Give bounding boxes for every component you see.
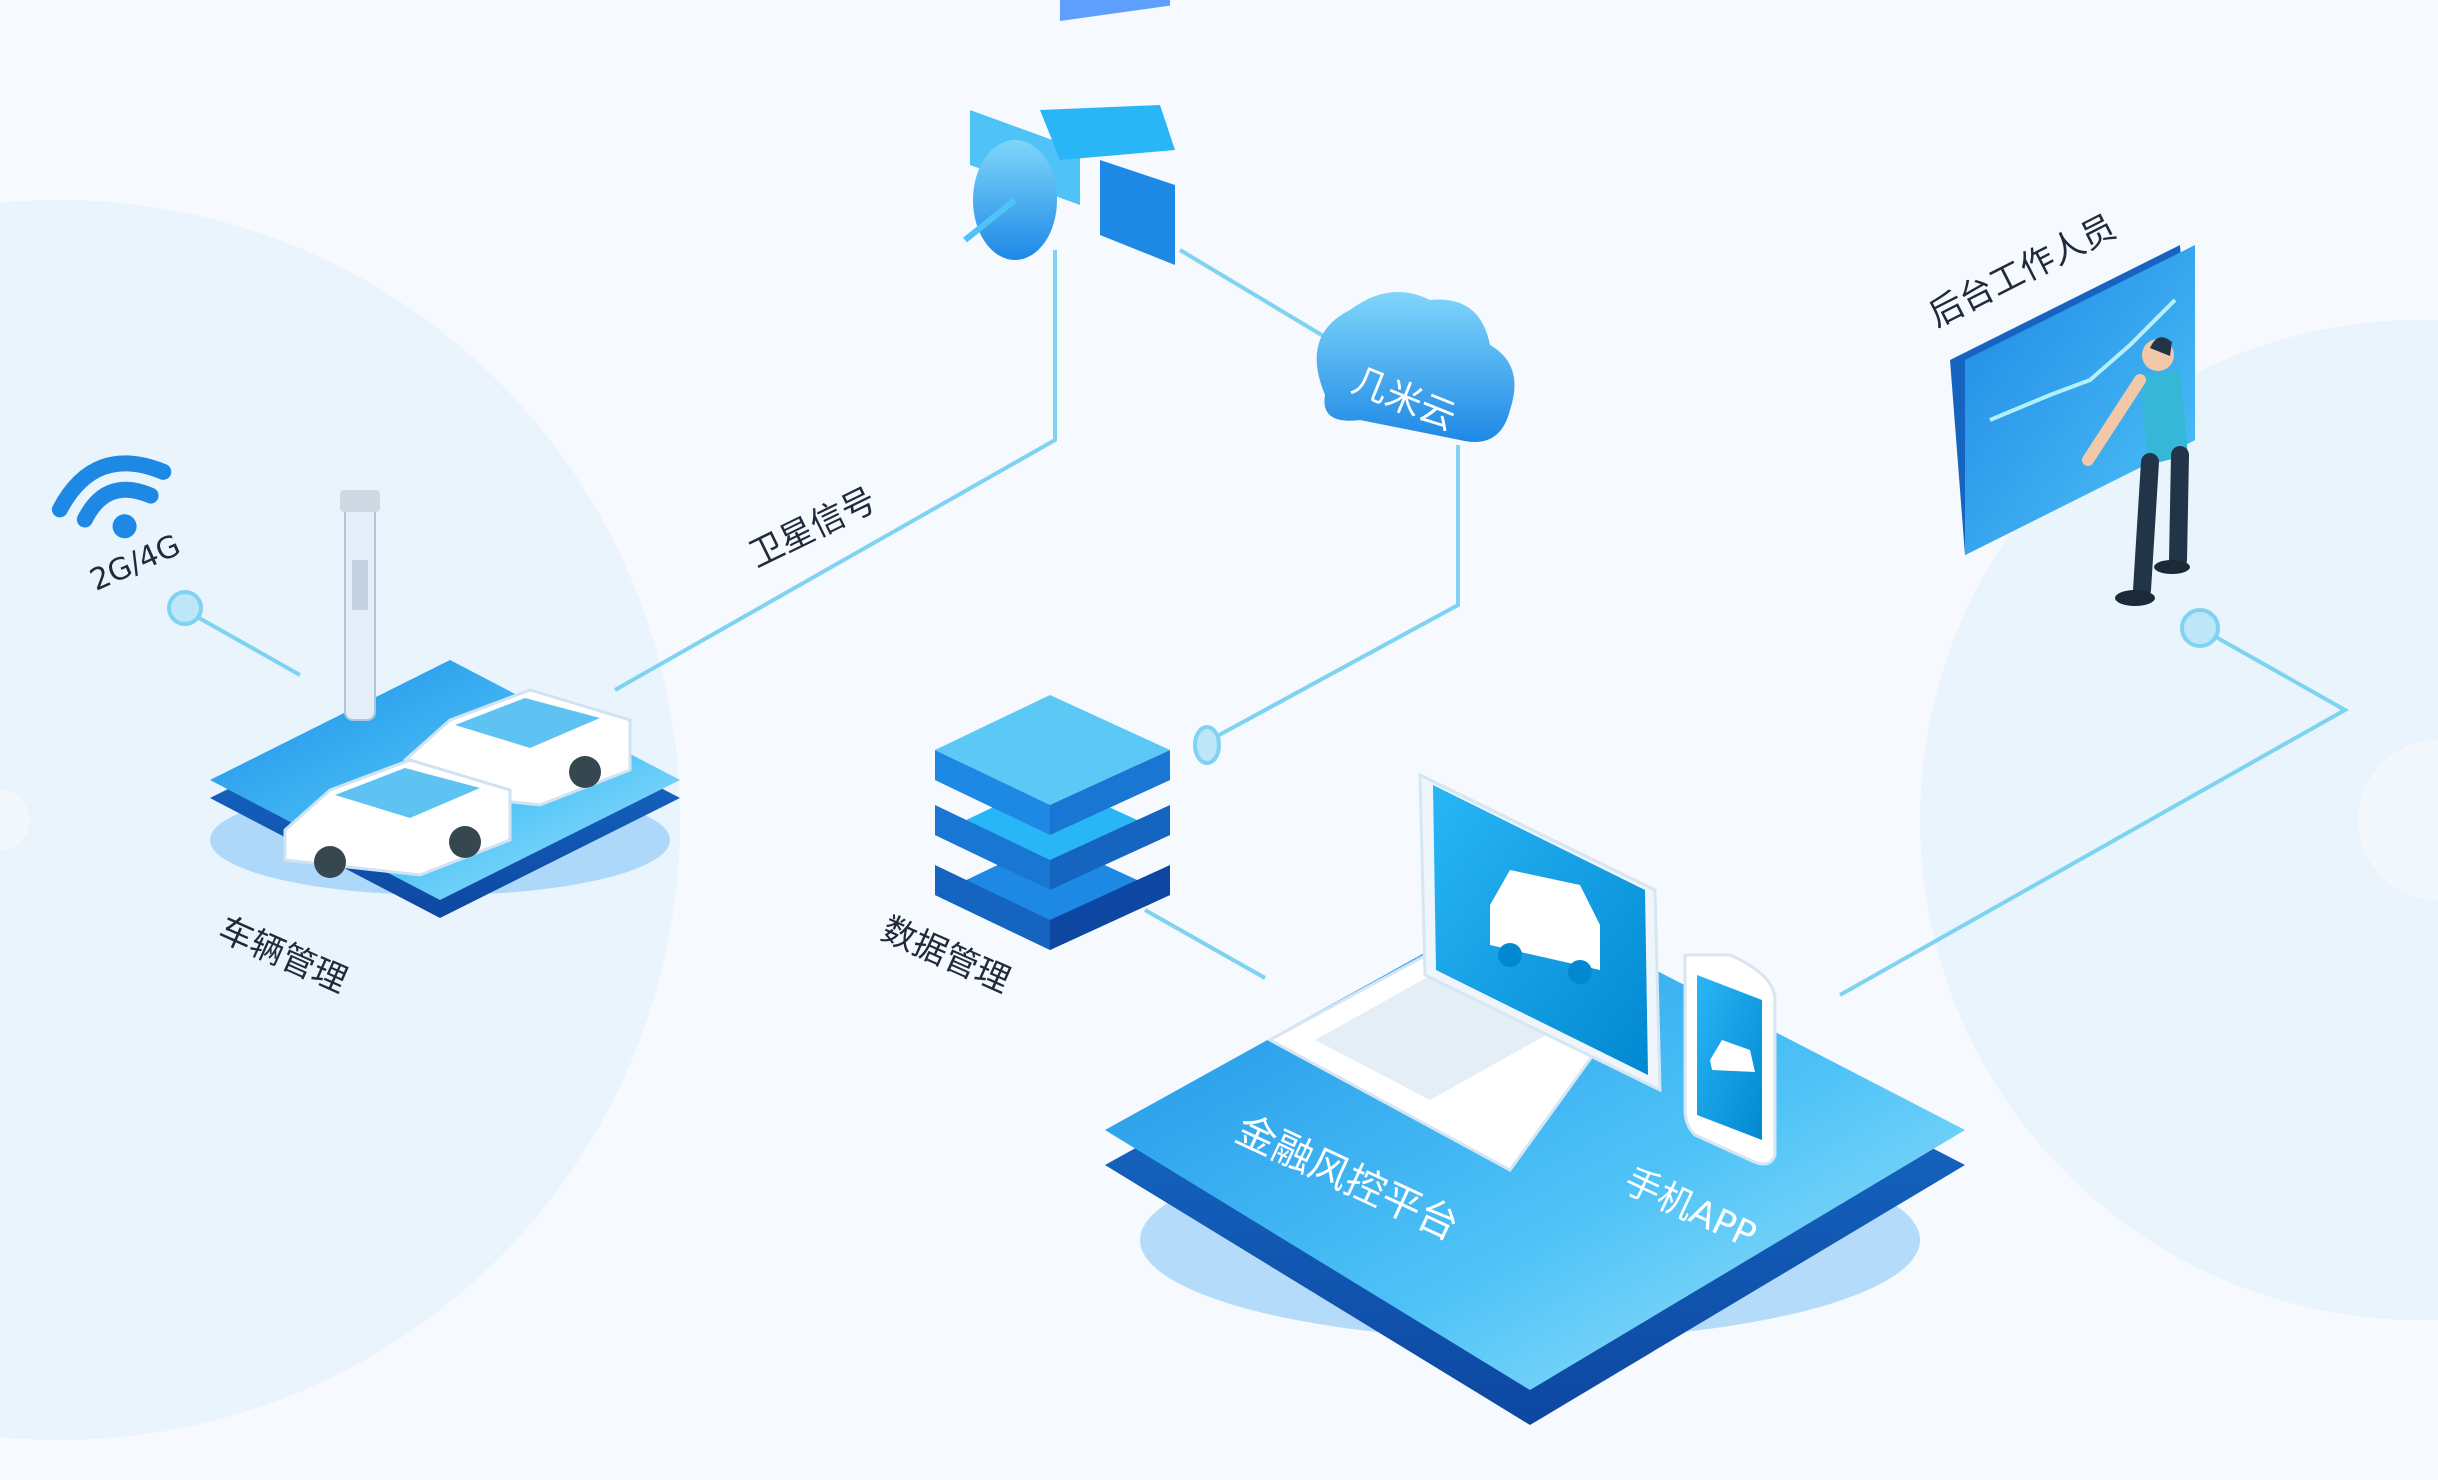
phone-icon bbox=[1683, 953, 1777, 1166]
car-icon-2 bbox=[283, 758, 512, 878]
line-wifi-to-vehicles bbox=[184, 608, 301, 677]
line-vehicles-to-satellite bbox=[614, 250, 1057, 692]
car-icon-screen bbox=[1490, 870, 1600, 984]
person-icon bbox=[2082, 337, 2190, 606]
line-data-to-platform bbox=[1144, 908, 1266, 980]
line-satellite-to-cloud bbox=[1178, 248, 1332, 342]
staff-node bbox=[2180, 608, 2220, 648]
monitor-board-icon bbox=[1950, 245, 2195, 555]
line-cloud-to-data bbox=[1209, 445, 1460, 742]
server-stack-icon bbox=[935, 695, 1170, 950]
data-node bbox=[1193, 725, 1221, 765]
gps-tracker-icon bbox=[340, 490, 380, 721]
wifi-icon bbox=[51, 455, 172, 539]
cloud-icon bbox=[1316, 292, 1515, 442]
wifi-node bbox=[167, 590, 203, 626]
line-platform-to-staff bbox=[1839, 626, 2350, 997]
satellite-icon bbox=[963, 0, 1175, 265]
connection-lines bbox=[167, 248, 2350, 997]
